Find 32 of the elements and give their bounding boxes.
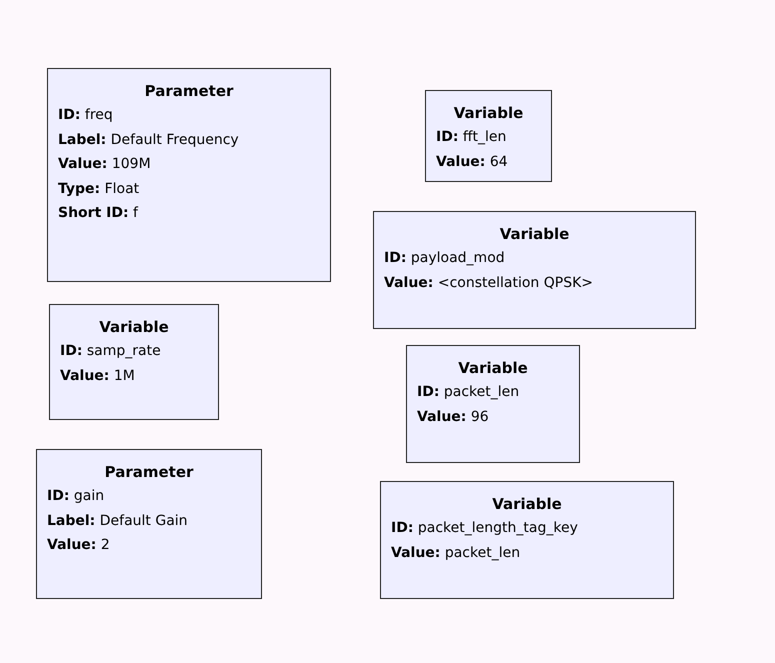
property-text: Value: packet_len (391, 544, 522, 562)
parameter-block (406, 345, 580, 463)
parameter-block (49, 304, 219, 420)
block-title: Variable (452, 103, 524, 124)
property-text: ID: gain (47, 487, 106, 506)
property-text: Label: Default Frequency (58, 130, 240, 150)
parameter-block (425, 90, 552, 182)
property-text: Label: Default Gain (47, 512, 189, 530)
block-title: Variable (498, 224, 570, 245)
property-text: ID: packet_len (417, 383, 520, 402)
property-text: Value: 2 (47, 536, 111, 555)
property-text: Value: 1M (60, 366, 136, 386)
property-text: Type: Float (58, 180, 140, 198)
block-title: Variable (98, 317, 170, 338)
property-text: ID: samp_rate (60, 342, 162, 361)
property-text: ID: freq (58, 106, 114, 125)
parameter-block (373, 211, 696, 329)
parameter-block (380, 481, 674, 599)
block-title: Parameter (144, 81, 234, 102)
property-text: ID: fft_len (436, 128, 508, 147)
parameter-block (47, 68, 331, 282)
block-title: Variable (491, 494, 563, 515)
block-title: Parameter (104, 462, 194, 483)
property-text: Value: 96 (417, 408, 490, 426)
property-text: Value: <constellation QPSK> (384, 274, 594, 292)
property-text: Value: 64 (436, 152, 509, 172)
block-title: Variable (457, 358, 529, 379)
property-text: Value: 109M (58, 155, 152, 174)
property-text: ID: packet_length_tag_key (391, 519, 579, 538)
property-text: Short ID: f (58, 204, 140, 223)
property-text: ID: payload_mod (384, 249, 506, 268)
parameter-block (36, 449, 262, 599)
